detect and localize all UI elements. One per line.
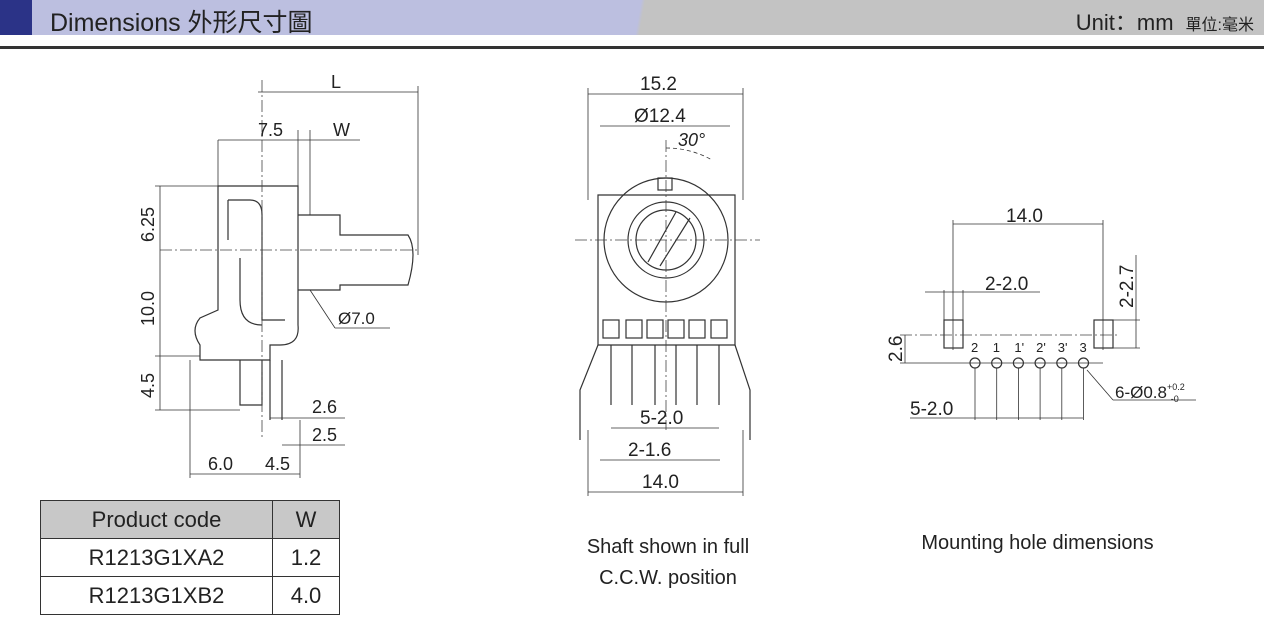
dim-6-25: 6.25 [138,207,158,242]
dim-shaft-diameter: Ø7.0 [338,309,375,328]
dim-15-2: 15.2 [640,74,677,95]
dim-12-4-diameter: Ø12.4 [634,106,686,127]
caption-line-2: C.C.W. position [599,567,737,589]
table-cell-w: 4.0 [272,576,340,615]
dim-4-5: 4.5 [265,454,290,474]
dim-2-5: 2.5 [312,425,337,445]
unit-text-cn: 單位:毫米 [1185,17,1254,34]
pin-label: 3' [1058,340,1068,355]
table-cell-code: R1213G1XB2 [40,576,273,615]
page-title: Dimensions 外形尺寸圖 [50,9,313,37]
dim-mount-14-0: 14.0 [1006,206,1043,227]
dim-10-0: 10.0 [138,291,158,326]
col-header-w: W [272,500,340,539]
dim-2-2-0: 2-2.0 [985,274,1028,295]
pin-label: 3 [1080,340,1087,355]
dim-6-0: 6.0 [208,454,233,474]
table-cell-code: R1213G1XA2 [40,538,273,577]
dim-mount-pitch: 5-2.0 [910,399,953,420]
dim-pin-width: 2-1.6 [628,440,671,461]
header-rule [0,46,1264,49]
dim-7-5: 7.5 [258,120,283,140]
dim-mount-2-6: 2.6 [886,336,907,362]
dim-2-6: 2.6 [312,397,337,417]
dim-4-5-vert: 4.5 [138,373,158,398]
dim-14-0: 14.0 [642,472,679,493]
header-bar: Dimensions 外形尺寸圖 Unit：mm 單位:毫米 [0,0,1264,37]
pin-label: 2' [1036,340,1046,355]
pin-label: 2 [971,340,978,355]
dim-2-2-7: 2-2.7 [1117,265,1138,308]
pin-label: 1 [993,340,1000,355]
caption-line-1: Shaft shown in full [586,536,750,558]
dim-30-degrees: 30° [678,130,705,150]
side-view: L 7.5 W 6.25 10.0 4.5 Ø7.0 2.6 2.5 6.0 4… [138,72,420,478]
dim-L: L [331,72,341,92]
unit-label: Unit：mm 單位:毫米 [1076,5,1254,37]
front-view: 15.2 Ø12.4 30° 5-2.0 2-1.6 14.0 [575,74,760,496]
mounting-caption: Mounting hole dimensions [921,532,1154,554]
pin-label: 1' [1014,340,1024,355]
header-accent [0,0,32,35]
dim-W: W [333,120,350,140]
table-cell-w: 1.2 [272,538,340,577]
col-header-product-code: Product code [40,500,273,539]
unit-text: Unit：mm [1075,10,1174,35]
dim-hole-diameter: 6-Ø0.8+0.2-0 [1115,382,1185,404]
dim-pin-pitch: 5-2.0 [640,408,683,429]
